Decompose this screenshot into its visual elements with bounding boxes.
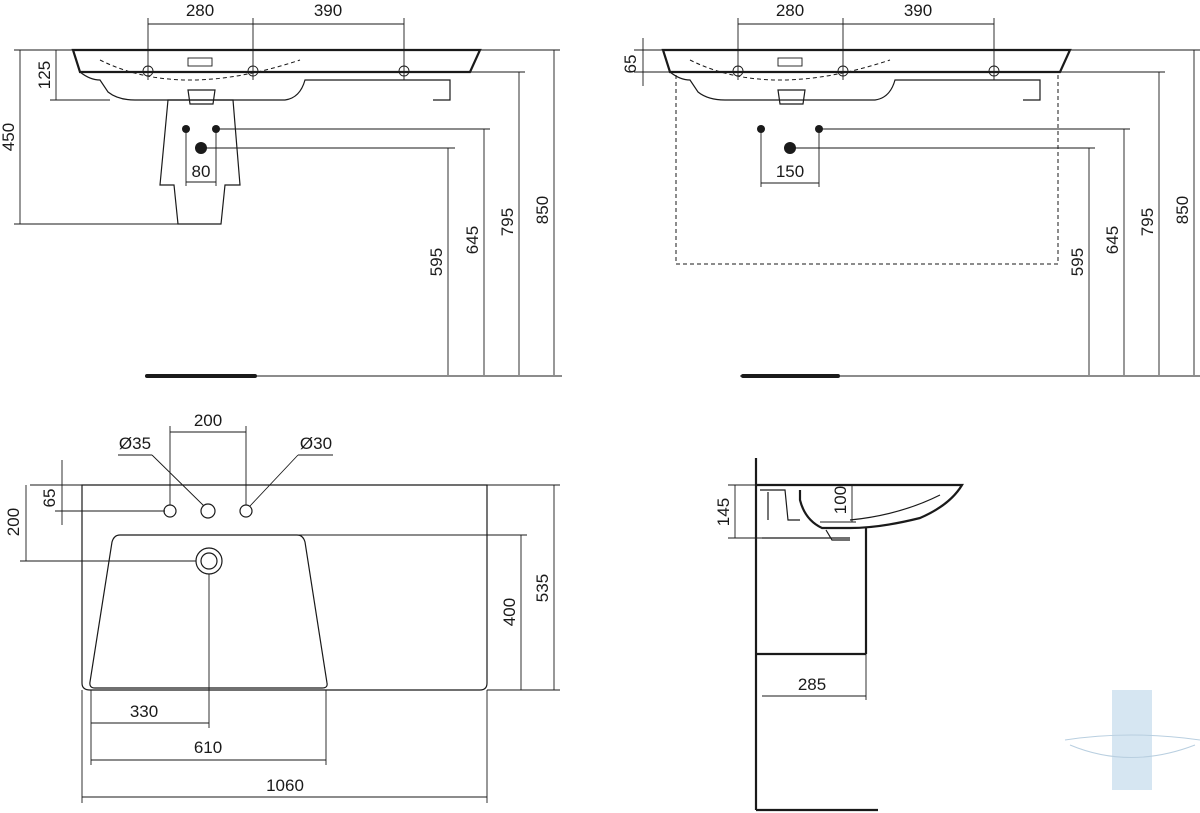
bowl-hidden-line	[689, 59, 891, 81]
dim-595-right: 595	[1068, 248, 1087, 276]
dim-610: 610	[194, 738, 222, 757]
dim-280-left: 280	[186, 1, 214, 20]
waste-outlet	[187, 89, 216, 105]
dim-285: 285	[798, 675, 826, 694]
dim-200-left: 200	[4, 508, 23, 536]
dim-645-right: 645	[1103, 226, 1122, 254]
dim-1060: 1060	[266, 776, 304, 795]
waste-inner	[200, 552, 218, 570]
dim-450: 450	[0, 123, 18, 151]
basin-top-outline	[71, 48, 482, 74]
dim-535: 535	[533, 574, 552, 602]
dim-390-left: 390	[314, 1, 342, 20]
dim-100: 100	[831, 486, 850, 514]
tap-hole-left	[163, 504, 177, 518]
tap-hole-right	[239, 504, 253, 518]
furniture-outline	[675, 71, 1059, 265]
bowl-hidden-line	[99, 59, 301, 81]
dim-200-top: 200	[194, 411, 222, 430]
overflow-slot	[187, 57, 213, 67]
dim-400: 400	[500, 598, 519, 626]
plan-view: 200 Ø35 Ø30 65 200 400 535 330 610	[4, 411, 560, 803]
basin-plan-outline	[81, 484, 488, 691]
dim-330: 330	[130, 702, 158, 721]
dim-795-right: 795	[1138, 208, 1157, 236]
dim-80: 80	[192, 162, 211, 181]
bowl-plan-outline	[89, 534, 328, 689]
waste-outlet	[777, 89, 806, 105]
basin-profile	[756, 483, 964, 530]
waste-outer	[195, 547, 223, 575]
pedestal-outline	[159, 99, 241, 225]
dim-dia-35: Ø35	[119, 434, 151, 453]
dim-390-right: 390	[904, 1, 932, 20]
dim-850-left: 850	[533, 196, 552, 224]
side-view: 145 100 285	[714, 458, 964, 812]
dim-595-left: 595	[427, 248, 446, 276]
overflow-slot	[777, 57, 803, 67]
basin-body-outline	[79, 71, 451, 101]
dim-150: 150	[776, 162, 804, 181]
tap-hole-center	[200, 503, 216, 519]
overflow-channel	[760, 489, 800, 521]
front-view-right: 280 390 65 150 595 645 795 850	[621, 1, 1200, 378]
dim-dia-30: Ø30	[300, 434, 332, 453]
dim-645-left: 645	[463, 226, 482, 254]
dim-65-plan: 65	[40, 489, 59, 508]
dim-795-left: 795	[498, 208, 517, 236]
dim-280-right: 280	[776, 1, 804, 20]
dim-145: 145	[714, 498, 733, 526]
dim-850-right: 850	[1173, 196, 1192, 224]
front-view-left: 280 390 125 450 80 595 645 795 850	[0, 1, 562, 378]
dim-65-front: 65	[621, 55, 640, 74]
brand-watermark	[1064, 690, 1200, 790]
dim-125: 125	[35, 61, 54, 89]
basin-body-outline	[669, 71, 1041, 101]
watermark-bar	[1112, 690, 1152, 790]
basin-top-outline	[661, 48, 1072, 74]
